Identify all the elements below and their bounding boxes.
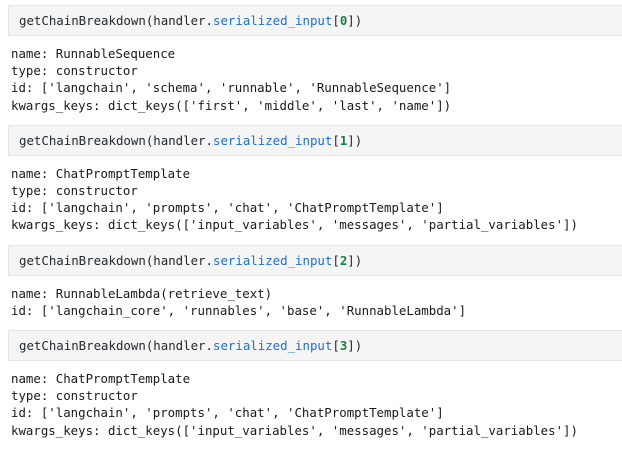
token-index: 0 [339, 13, 348, 28]
token-object: handler [153, 132, 206, 148]
code-cell-output: name: ChatPromptTemplate type: constructo… [0, 156, 622, 245]
code-cell-header[interactable]: getChainBreakdown(handler.serialized_inp… [8, 5, 622, 36]
token-object: handler [153, 13, 206, 28]
token-close-paren: ) [354, 132, 363, 148]
token-object: handler [153, 338, 206, 354]
code-cell-header[interactable]: getChainBreakdown(handler.serialized_inp… [8, 124, 622, 156]
code-cell-header[interactable]: getChainBreakdown(handler.serialized_inp… [8, 244, 622, 276]
token-open-bracket: [ [332, 252, 340, 268]
token-index: 1 [339, 132, 348, 148]
token-open-bracket: [ [332, 132, 340, 148]
output-line: id: ['langchain', 'prompts', 'chat', 'Ch… [11, 200, 444, 216]
output-line: kwargs_keys: dict_keys(['input_variables… [11, 217, 578, 233]
token-dot: . [205, 338, 213, 354]
token-close-bracket: ] [347, 252, 355, 268]
code-cell: getChainBreakdown(handler.serialized_inp… [0, 244, 622, 330]
output-line: type: constructor [11, 388, 138, 404]
token-dot: . [205, 132, 213, 148]
output-line: kwargs_keys: dict_keys(['input_variables… [11, 422, 578, 438]
output-line: name: RunnableSequence [11, 46, 176, 61]
output-line: type: constructor [11, 183, 138, 199]
token-close-bracket: ] [347, 338, 355, 354]
token-close-bracket: ] [347, 132, 355, 148]
code-cell: getChainBreakdown(handler.serialized_inp… [0, 5, 622, 125]
token-attribute: serialized_input [212, 13, 333, 28]
token-function-name: getChainBreakdown [19, 338, 146, 354]
token-dot: . [205, 13, 213, 28]
token-function-name: getChainBreakdown [19, 252, 146, 268]
output-line: type: constructor [11, 63, 138, 79]
token-function-name: getChainBreakdown [19, 132, 146, 148]
token-close-paren: ) [354, 252, 363, 268]
token-open-paren: ( [145, 13, 154, 28]
token-close-bracket: ] [347, 13, 355, 28]
token-open-bracket: [ [332, 13, 340, 28]
token-open-paren: ( [145, 252, 154, 268]
token-function-name: getChainBreakdown [19, 13, 146, 28]
output-line: id: ['langchain_core', 'runnables', 'bas… [11, 302, 467, 318]
token-close-paren: ) [354, 338, 363, 354]
token-open-paren: ( [145, 132, 154, 148]
token-index: 3 [339, 338, 348, 354]
code-cell: getChainBreakdown(handler.serialized_inp… [0, 124, 622, 245]
token-open-paren: ( [145, 338, 154, 354]
output-line: name: ChatPromptTemplate [11, 371, 191, 387]
token-dot: . [205, 252, 213, 268]
code-cell-output: name: RunnableLambda(retrieve_text)id: [… [0, 276, 622, 330]
token-close-paren: ) [354, 13, 363, 28]
output-line: name: ChatPromptTemplate [11, 165, 191, 181]
token-attribute: serialized_input [212, 132, 333, 148]
token-attribute: serialized_input [212, 252, 333, 268]
token-index: 2 [339, 252, 348, 268]
code-cell: getChainBreakdown(handler.serialized_inp… [0, 330, 622, 450]
output-line: name: RunnableLambda(retrieve_text) [11, 285, 273, 301]
token-attribute: serialized_input [212, 338, 333, 354]
output-line: kwargs_keys: dict_keys(['first', 'middle… [11, 97, 452, 113]
output-line: id: ['langchain', 'schema', 'runnable', … [11, 80, 452, 96]
code-cell-header[interactable]: getChainBreakdown(handler.serialized_inp… [8, 330, 622, 362]
token-object: handler [153, 252, 206, 268]
output-line: id: ['langchain', 'prompts', 'chat', 'Ch… [11, 405, 444, 421]
token-open-bracket: [ [332, 338, 340, 354]
